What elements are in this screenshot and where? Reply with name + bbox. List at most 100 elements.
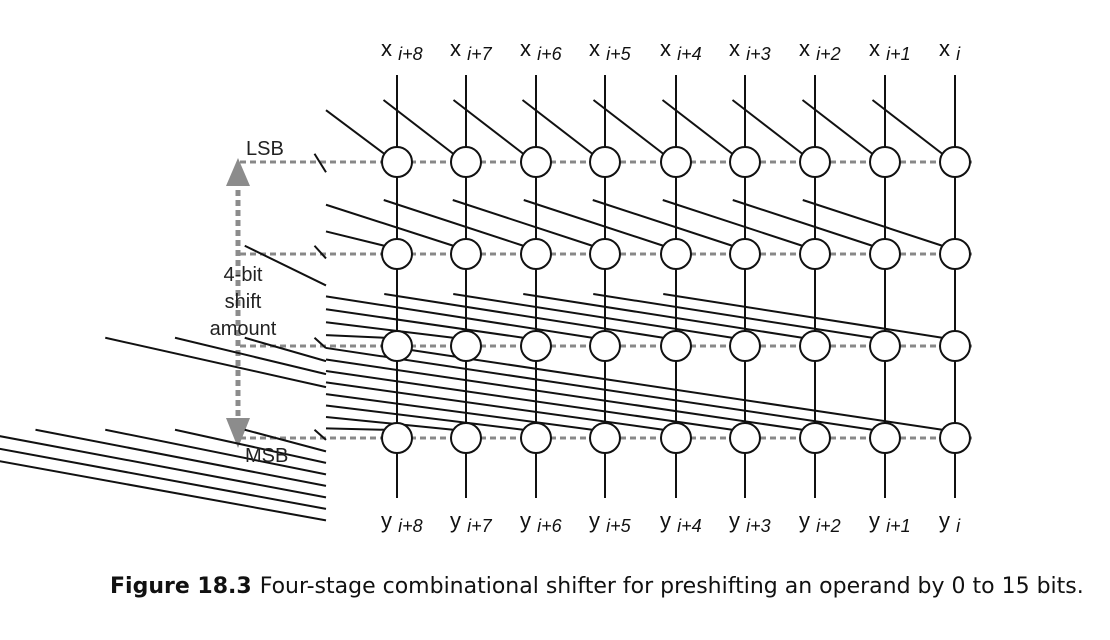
shift-wire (0, 435, 327, 499)
mux-node (450, 422, 482, 454)
output-label-7: y i+1 (869, 508, 911, 536)
output-label-0: y i+8 (381, 508, 423, 536)
shift-wire (244, 244, 327, 287)
shift-wire (592, 199, 733, 247)
shift-wire (325, 230, 385, 247)
shift-wire (325, 416, 454, 431)
shift-wire (383, 199, 524, 247)
mux-node (520, 330, 552, 362)
shift-wire (0, 447, 327, 510)
shift-wire (0, 460, 327, 522)
mux-node (589, 146, 621, 178)
shift-amount-line-3: amount (210, 318, 277, 340)
mux-node (381, 146, 413, 178)
mux-node (381, 330, 413, 362)
output-label-8: y i (939, 508, 961, 536)
mux-node (589, 422, 621, 454)
shift-wire (661, 99, 733, 155)
shift-amount-line-2: shift (225, 291, 262, 313)
mux-node (729, 422, 761, 454)
output-label-6: y i+2 (799, 508, 841, 536)
shift-wire (871, 99, 943, 155)
mux-node (520, 238, 552, 270)
input-label-6: x i+2 (799, 36, 841, 64)
shift-wire (662, 199, 803, 247)
shift-wire (663, 293, 943, 339)
shift-wire (523, 199, 664, 247)
input-label-2: x i+6 (520, 36, 563, 64)
output-label-1: y i+7 (450, 508, 493, 536)
mux-node (799, 146, 831, 178)
shift-wire (382, 99, 454, 155)
mux-node (869, 146, 901, 178)
mux-node (729, 238, 761, 270)
mux-node (660, 146, 692, 178)
output-label-5: y i+3 (729, 508, 771, 536)
shift-wire (802, 199, 943, 247)
mux-node (799, 238, 831, 270)
output-label-3: y i+5 (589, 508, 632, 536)
shift-wire (313, 429, 327, 441)
shift-wire (174, 428, 327, 464)
mux-node (939, 330, 971, 362)
shift-wire (732, 199, 873, 247)
mux-node (869, 238, 901, 270)
multiplexer-nodes (381, 146, 971, 454)
shift-wire (105, 336, 327, 389)
shift-wires (0, 99, 943, 522)
input-label-3: x i+5 (589, 36, 632, 64)
mux-node (939, 422, 971, 454)
input-label-0: x i+8 (381, 36, 423, 64)
shift-wire (384, 345, 943, 431)
shift-wire (453, 293, 733, 339)
input-label-1: x i+7 (450, 36, 493, 64)
mux-node (799, 330, 831, 362)
shift-wire (801, 99, 873, 155)
shift-wire (325, 203, 454, 247)
shift-wire (452, 99, 524, 155)
shift-wire (325, 308, 524, 339)
shift-wire (592, 99, 664, 155)
shift-wire (325, 109, 385, 155)
shift-wire (325, 381, 664, 431)
shift-wire (325, 393, 593, 431)
shift-wire (325, 321, 454, 339)
output-label-2: y i+6 (520, 508, 563, 536)
shift-wire (731, 99, 803, 155)
msb-label: MSB (245, 445, 288, 467)
mux-node (520, 146, 552, 178)
mux-node (589, 330, 621, 362)
mux-node (729, 330, 761, 362)
mux-node (450, 238, 482, 270)
mux-node (939, 238, 971, 270)
input-label-4: x i+4 (660, 36, 702, 64)
output-label-4: y i+4 (660, 508, 702, 536)
shift-wire (244, 428, 327, 453)
input-label-5: x i+3 (729, 36, 771, 64)
shift-wire (313, 337, 327, 349)
mux-node (450, 330, 482, 362)
mux-node (381, 422, 413, 454)
mux-node (450, 146, 482, 178)
mux-node (939, 146, 971, 178)
shift-wire (523, 293, 803, 339)
shift-wire (325, 358, 803, 431)
shift-wire (325, 295, 593, 339)
shift-wire (593, 293, 873, 339)
mux-node (660, 422, 692, 454)
shift-wire (313, 245, 327, 260)
shift-wire (35, 428, 327, 487)
mux-node (799, 422, 831, 454)
figure-number: Figure 18.3 (110, 574, 252, 599)
shift-wire (105, 428, 327, 476)
shift-wire (521, 99, 593, 155)
mux-node (869, 422, 901, 454)
mux-node (660, 238, 692, 270)
arrow-down-icon (226, 418, 250, 448)
mux-node (589, 238, 621, 270)
shift-wire (174, 336, 327, 376)
mux-node (869, 330, 901, 362)
mux-node (381, 238, 413, 270)
